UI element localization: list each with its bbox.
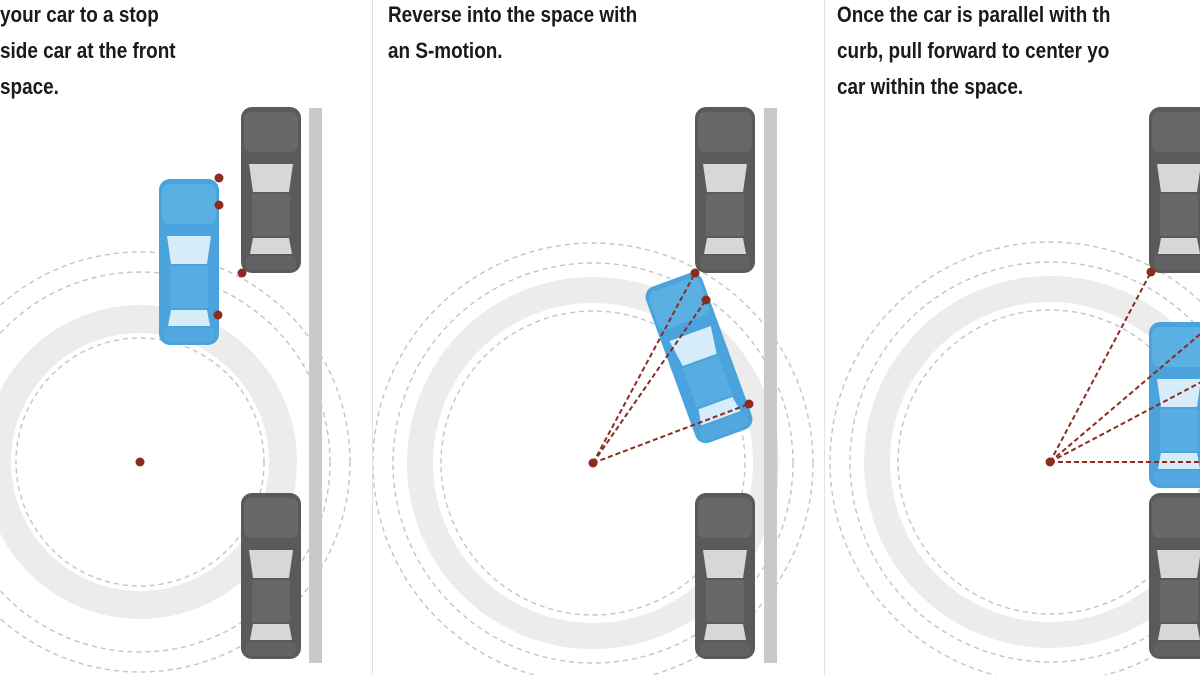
user-car-icon (159, 179, 219, 345)
reference-point-marker (690, 268, 700, 278)
pivot-point-marker (588, 458, 598, 468)
turning-path-middle (0, 271, 331, 653)
sight-lines (1049, 271, 1200, 463)
reference-point-marker (701, 295, 711, 305)
curb (309, 108, 322, 663)
parked-car-front-icon (241, 107, 301, 273)
step-3-caption: Once the car is parallel with th curb, p… (837, 2, 1111, 99)
parking-diagram-step-2 (373, 107, 814, 675)
turning-path-outer (829, 241, 1200, 675)
panel-divider (824, 0, 825, 675)
sight-lines (592, 272, 750, 464)
curb (764, 108, 777, 663)
step-panel-2: Reverse into the space with an S-motion. (373, 0, 824, 675)
turning-path-inner (15, 337, 265, 587)
turning-path-inner (440, 310, 746, 616)
turning-path-middle (392, 262, 794, 664)
step-2-caption: Reverse into the space with an S-motion. (388, 2, 638, 63)
parked-car-rear-icon (695, 493, 755, 659)
parked-car-front-icon (695, 107, 755, 273)
reference-point-marker (1146, 267, 1156, 277)
turning-ring (864, 276, 1200, 648)
reference-point-marker (237, 268, 247, 278)
reference-point-marker (214, 173, 224, 183)
turning-ring (0, 305, 297, 619)
turning-path-outer (0, 251, 351, 673)
reference-point-marker (214, 200, 224, 210)
reference-point-marker (744, 399, 754, 409)
step-1-caption: your car to a stop side car at the front… (0, 2, 176, 99)
pivot-point-marker (1045, 457, 1055, 467)
parking-diagram-step-1 (0, 107, 351, 673)
pivot-point-marker (135, 457, 145, 467)
parked-car-rear-icon (241, 493, 301, 659)
parked-car-rear-icon (1149, 493, 1200, 659)
step-panel-3: Once the car is parallel with th curb, p… (825, 0, 1200, 675)
panel-divider (372, 0, 373, 675)
parked-car-front-icon (1149, 107, 1200, 273)
turning-path-inner (897, 309, 1200, 615)
reference-point-marker (213, 310, 223, 320)
turning-path-outer (373, 242, 814, 675)
step-panel-1: your car to a stop side car at the front… (0, 0, 372, 675)
parking-diagram-step-3 (829, 107, 1200, 675)
